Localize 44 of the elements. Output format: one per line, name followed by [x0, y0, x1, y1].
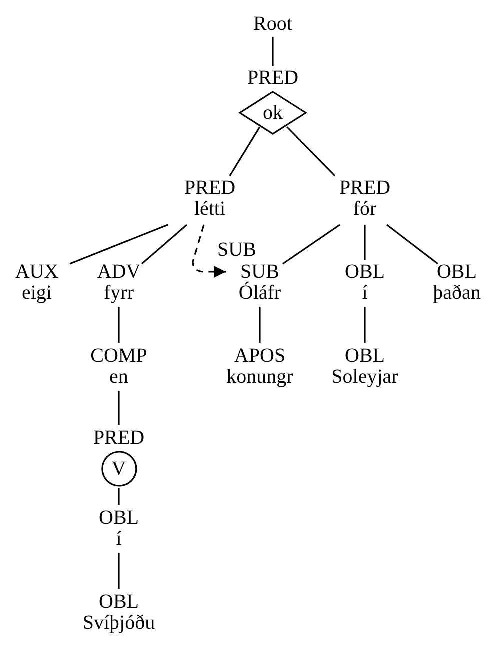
- word-text: í: [362, 283, 368, 304]
- connector-line: [364, 225, 366, 260]
- node-label: Root: [254, 14, 292, 35]
- word-text: fyrr: [104, 283, 134, 304]
- node-label: PRED: [93, 428, 145, 449]
- connector-line: [118, 488, 120, 505]
- word-text: Soleyjar: [332, 367, 398, 388]
- node-label: OBL: [437, 262, 477, 283]
- connector-line: [229, 126, 261, 176]
- node-label: PRED: [247, 68, 299, 89]
- node-label: SUB: [240, 262, 280, 283]
- connector-line: [141, 224, 188, 265]
- word-text: létti: [194, 199, 226, 220]
- connector-line: [70, 224, 168, 265]
- node-label: OBL: [99, 508, 139, 529]
- word-text: ok: [263, 102, 283, 124]
- word-text: konungr: [226, 367, 294, 388]
- connector-line: [259, 307, 261, 343]
- word-text: þaðan: [433, 283, 481, 304]
- node-label: OBL: [345, 262, 385, 283]
- word-text: Óláfr: [238, 283, 282, 304]
- node-label: OBL: [345, 346, 385, 367]
- node-label: ADV: [97, 262, 141, 283]
- word-text: eigi: [22, 283, 52, 304]
- node-label: APOS: [234, 346, 286, 367]
- node-label: OBL: [99, 592, 139, 613]
- node-label: PRED: [339, 178, 391, 199]
- connector-line: [386, 224, 438, 265]
- connector-line: [272, 37, 274, 66]
- connector-line: [118, 553, 120, 589]
- connector-line: [118, 307, 120, 343]
- node-label: PRED: [184, 178, 236, 199]
- word-text: fór: [353, 199, 377, 220]
- word-text: í: [116, 529, 122, 550]
- dashed-arrow: [192, 224, 226, 278]
- node-label: COMP: [90, 346, 148, 367]
- connector-line: [282, 224, 340, 265]
- word-text: V: [112, 458, 126, 480]
- connector-line: [364, 307, 366, 343]
- word-text: en: [110, 367, 128, 388]
- word-text: Svíþjóðu: [82, 613, 156, 634]
- connector-line: [118, 391, 120, 425]
- connector-line: [286, 126, 336, 177]
- node-label: AUX: [15, 262, 59, 283]
